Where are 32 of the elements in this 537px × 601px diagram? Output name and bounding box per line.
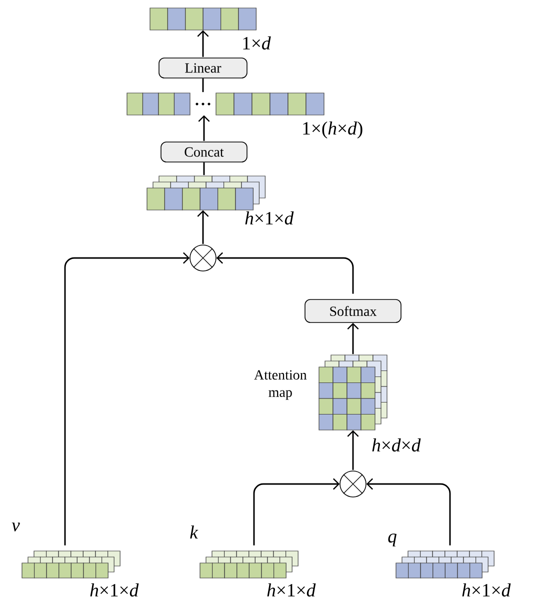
arrow — [253, 478, 340, 546]
input-label: v — [12, 522, 20, 532]
caption-text: Attention map — [254, 370, 307, 400]
arrow — [347, 322, 359, 354]
vector-drawing — [126, 92, 324, 116]
arrow — [347, 430, 359, 470]
dimension-label: 1×d — [243, 36, 271, 50]
dimension-label: h×1×d — [267, 583, 316, 597]
arrow — [197, 30, 209, 57]
arrow — [366, 478, 451, 546]
process-box: Concat — [160, 142, 248, 162]
multiply-symbol — [190, 244, 216, 272]
input-label: q — [388, 534, 396, 546]
process-box: Softmax — [304, 299, 402, 323]
vector-drawing — [150, 8, 256, 30]
process-box: Linear — [158, 58, 248, 78]
dimension-label: h×d×d — [372, 438, 421, 452]
dimension-label: 1×(h×d) — [303, 122, 362, 138]
input-label: k — [190, 526, 198, 538]
dimension-label: h×1×d — [462, 583, 511, 597]
arrow — [198, 115, 210, 141]
multiply-symbol — [340, 470, 366, 498]
dimension-label: h×1×d — [90, 583, 139, 597]
vector-drawing — [396, 550, 494, 578]
arrow — [216, 252, 354, 294]
arrow — [197, 210, 209, 244]
dimension-label: h×1×d — [245, 211, 294, 225]
vector-drawing — [22, 550, 120, 578]
attention-map-drawing — [318, 354, 388, 430]
vector-drawing — [146, 176, 266, 210]
vector-drawing — [200, 550, 298, 578]
arrow — [64, 252, 190, 546]
